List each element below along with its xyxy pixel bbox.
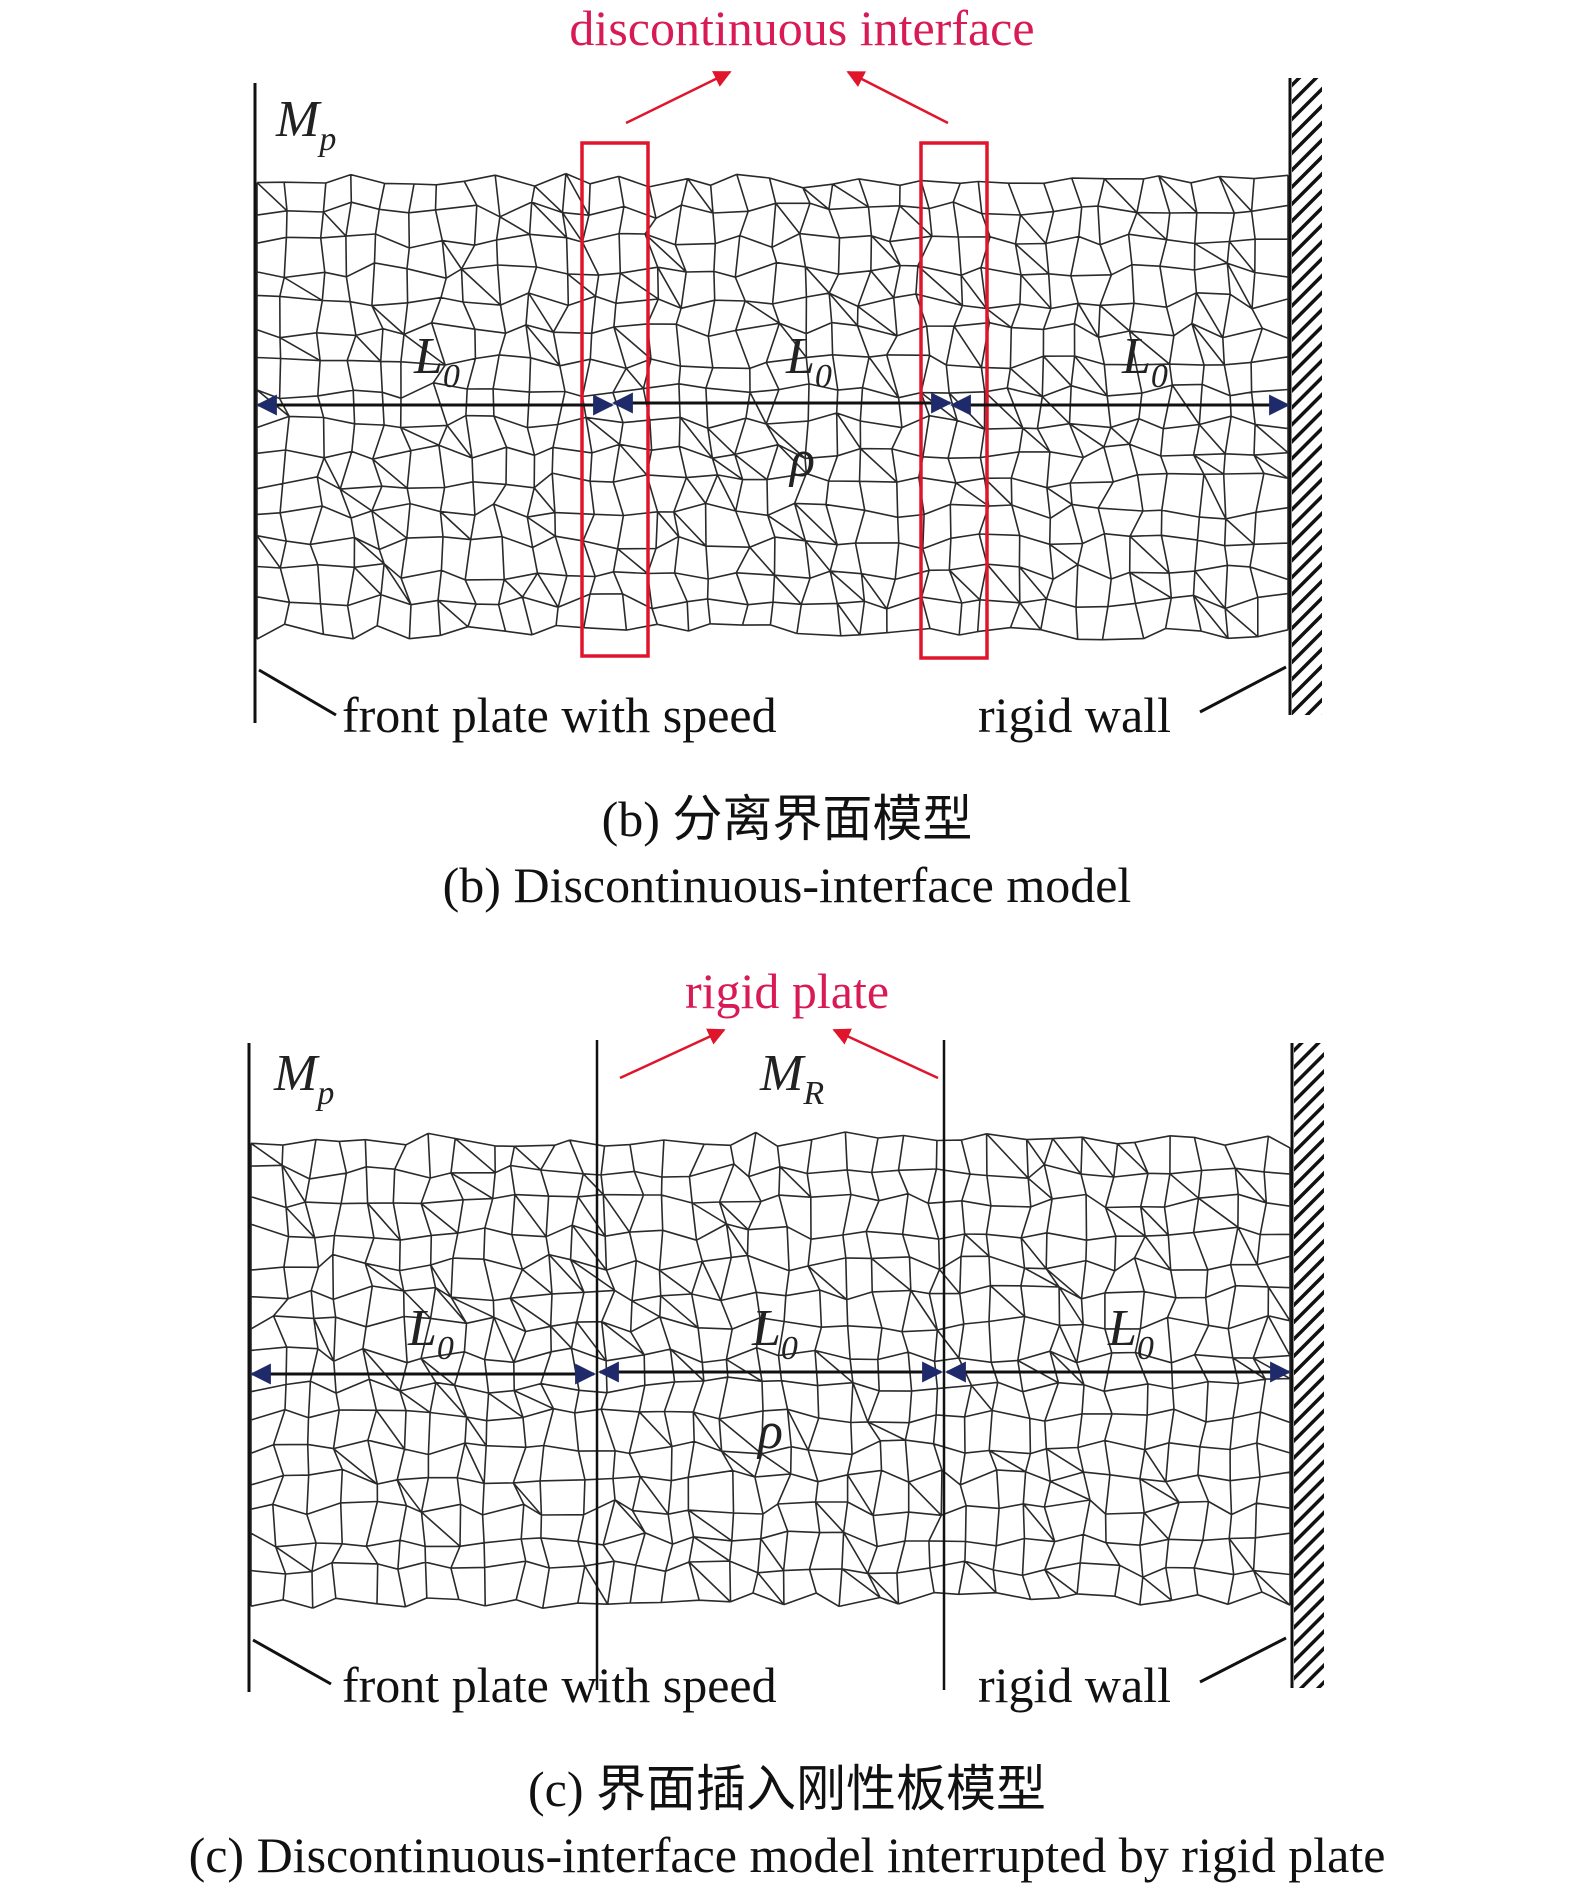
panel-b: discontinuous interface Mp L0 L0 L0 ρ fr… xyxy=(253,0,1322,913)
length-label-3: L0 xyxy=(1121,328,1168,395)
annotation-arrow-left xyxy=(625,70,732,125)
rigid-wall-leader xyxy=(1199,1636,1287,1684)
svg-text:L0: L0 xyxy=(785,328,832,395)
front-plate-label: front plate with speed xyxy=(342,687,777,743)
rigid-plate-annotation: rigid plate xyxy=(685,963,889,1019)
voronoi-mesh xyxy=(250,1131,1291,1609)
rigid-wall-label: rigid wall xyxy=(978,687,1171,743)
density-label: ρ xyxy=(788,431,815,488)
voronoi-mesh xyxy=(256,172,1289,641)
svg-text:L0: L0 xyxy=(1107,1300,1154,1367)
length-label-2: L0 xyxy=(751,1300,798,1367)
caption-en: (b) Discontinuous-interface model xyxy=(443,857,1132,913)
svg-text:L0: L0 xyxy=(407,1300,454,1367)
mesh-lines xyxy=(256,172,1289,641)
length-label-1: L0 xyxy=(407,1300,454,1367)
mass-label-mp: Mp xyxy=(273,1045,334,1112)
rigid-wall-hatch xyxy=(1292,78,1322,715)
rigid-wall-leader xyxy=(1199,665,1287,714)
front-plate-leader xyxy=(258,668,337,717)
length-label-2: L0 xyxy=(785,328,832,395)
svg-text:L0: L0 xyxy=(751,1300,798,1367)
caption-cn: (c) 界面插入刚性板模型 xyxy=(528,1761,1046,1817)
length-label-3: L0 xyxy=(1107,1300,1154,1367)
front-plate-label: front plate with speed xyxy=(342,1657,777,1713)
density-label: ρ xyxy=(756,1403,783,1460)
mass-label-mr: MR xyxy=(759,1045,824,1112)
rigid-wall-hatch xyxy=(1294,1043,1324,1688)
annotation-arrow-right xyxy=(846,70,949,125)
annotation-arrow-right xyxy=(832,1028,939,1080)
caption-cn: (b) 分离界面模型 xyxy=(602,791,973,847)
annotation-arrow-left xyxy=(619,1028,726,1080)
svg-text:L0: L0 xyxy=(413,328,460,395)
discontinuous-interface-annotation: discontinuous interface xyxy=(569,0,1034,56)
rigid-wall-label: rigid wall xyxy=(978,1657,1171,1713)
mesh-lines xyxy=(250,1131,1291,1609)
panel-c: rigid plate Mp MR L0 L0 L0 ρ front plate… xyxy=(189,963,1386,1883)
front-plate-leader xyxy=(252,1638,332,1686)
length-label-1: L0 xyxy=(413,328,460,395)
svg-text:L0: L0 xyxy=(1121,328,1168,395)
mass-label-mp: Mp xyxy=(275,91,336,158)
caption-en: (c) Discontinuous-interface model interr… xyxy=(189,1827,1386,1883)
